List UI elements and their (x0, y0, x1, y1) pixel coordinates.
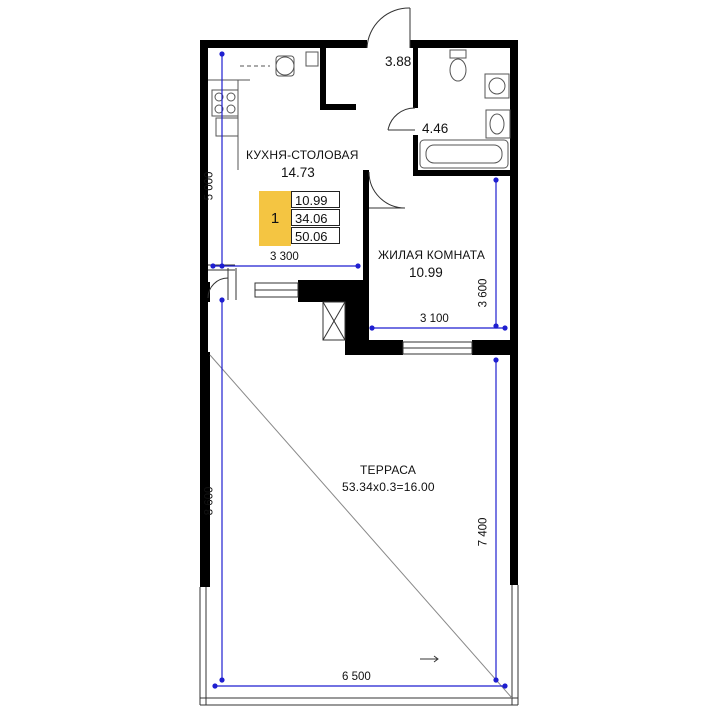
bathroom-area: 4.46 (422, 121, 449, 136)
dim-terrace-width: 6 500 (342, 671, 371, 683)
summary-total-area: 34.06 (291, 209, 340, 226)
dim-kitchen-height: 5 000 (203, 171, 216, 201)
walls (200, 40, 518, 587)
thin-lines (199, 264, 519, 706)
apartment-summary: 1 10.99 34.06 50.06 (259, 191, 342, 246)
living-area: 10.99 (409, 265, 443, 280)
doors (207, 7, 416, 299)
kitchen-area: 14.73 (281, 165, 315, 180)
dim-terrace-right: 7 400 (477, 517, 490, 547)
summary-total-with-terrace: 50.06 (291, 227, 340, 244)
summary-living-area: 10.99 (291, 191, 340, 208)
dimension-lines (210, 51, 508, 689)
hall-area: 3.88 (385, 54, 412, 69)
kitchen-name: КУХНЯ-СТОЛОВАЯ (246, 148, 359, 162)
fixtures (208, 49, 511, 170)
terrace-name: ТЕРРАСА (360, 463, 417, 477)
terrace-area: 53.34x0.3=16.00 (342, 480, 435, 494)
rooms-count: 1 (259, 191, 291, 246)
dim-terrace-left: 8 600 (203, 486, 216, 516)
dim-kitchen-width: 3 300 (270, 251, 299, 263)
dim-living-width: 3 100 (420, 313, 449, 325)
dim-living-height: 3 600 (477, 278, 490, 308)
arrow-icon (420, 655, 439, 663)
living-name: ЖИЛАЯ КОМНАТА (378, 248, 486, 262)
